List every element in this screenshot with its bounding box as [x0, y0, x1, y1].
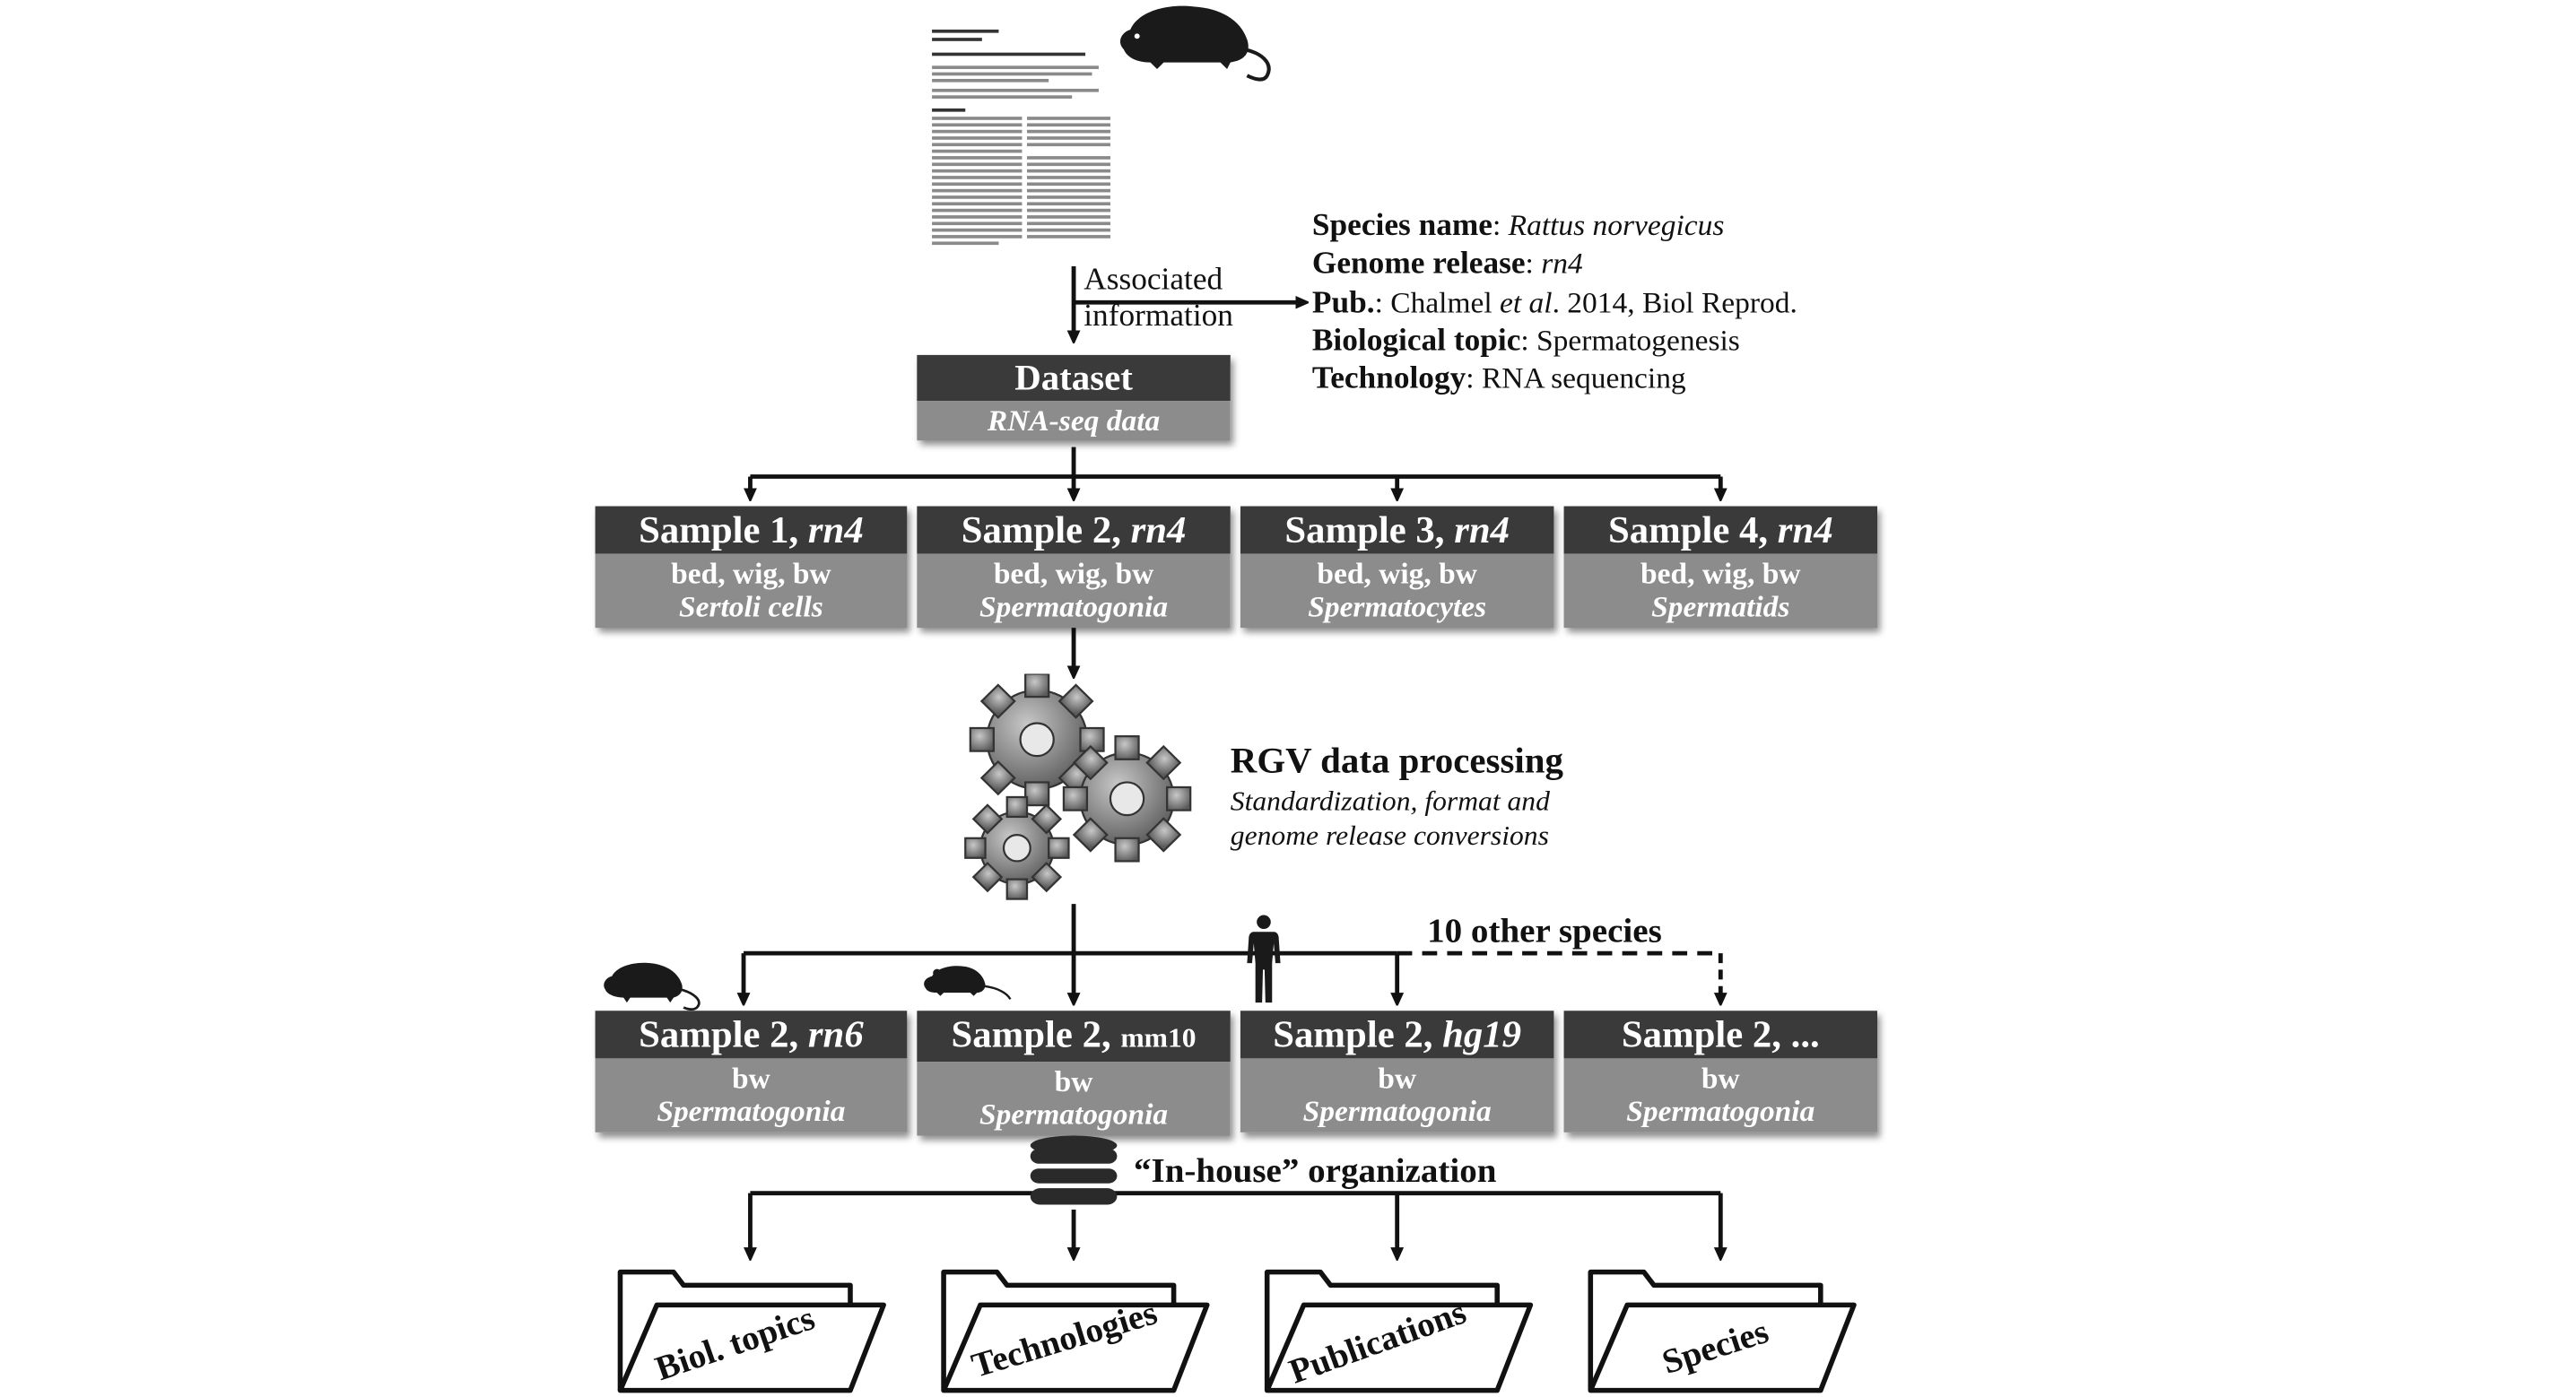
- folder-icon: [1264, 1269, 1534, 1393]
- paper-thumbnail: [925, 22, 1118, 266]
- associated-information-label: Associated information: [1083, 263, 1233, 334]
- genome-row: Genome release: rn4: [1311, 247, 1583, 282]
- folder-icon: [941, 1269, 1210, 1393]
- dataset-metadata: Species name: Rattus norvegicus Genome r…: [1312, 207, 1797, 399]
- dataset-box: Dataset RNA-seq data: [917, 354, 1231, 441]
- rat-icon: [604, 962, 701, 1011]
- publication-row: Pub.: Chalmel et al. 2014, Biol Reprod.: [1311, 285, 1797, 320]
- species-row: Species name: Rattus norvegicus: [1311, 208, 1725, 244]
- topic-row: Biological topic: Spermatogenesis: [1311, 323, 1740, 359]
- dataset-subtitle: RNA-seq data: [917, 401, 1231, 441]
- database-icon: [1030, 1135, 1118, 1205]
- technology-row: Technology: RNA sequencing: [1311, 361, 1686, 397]
- organization-label: “In-house” organization: [1133, 1150, 1497, 1191]
- human-icon: [1247, 915, 1281, 1003]
- folder-icon: [617, 1269, 886, 1393]
- folder-icon: [1588, 1269, 1857, 1393]
- mouse-icon: [924, 966, 1012, 1001]
- processing-title: RGV data processing: [1230, 739, 1563, 781]
- processing-subtitle: Standardization, format and genome relea…: [1230, 785, 1550, 852]
- gears-icon: [964, 673, 1192, 900]
- dataset-title: Dataset: [917, 354, 1231, 402]
- rat-icon: [1119, 5, 1271, 82]
- other-species-label: 10 other species: [1427, 910, 1662, 950]
